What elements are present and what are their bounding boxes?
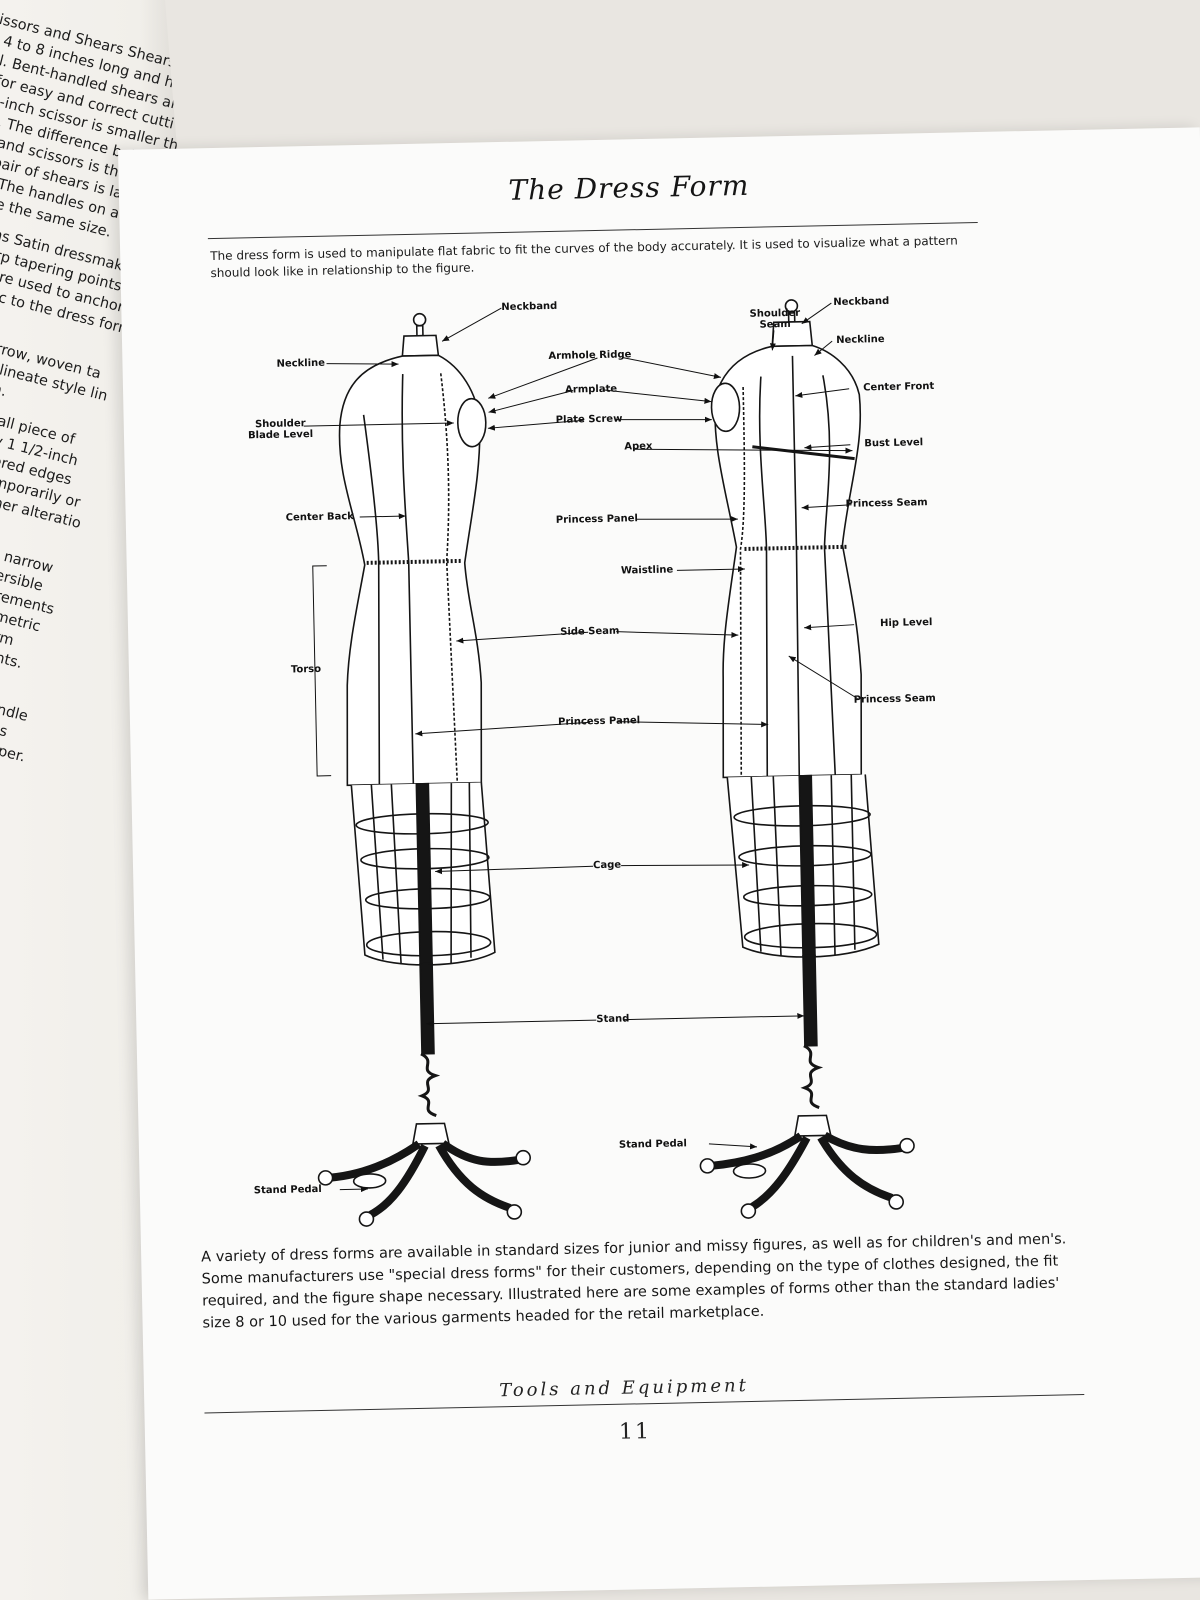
label-princess-panel-mid: Princess Panel — [557, 715, 641, 728]
label-stand-pedal-right: Stand Pedal — [618, 1138, 687, 1151]
label-center-back: Center Back — [285, 511, 355, 524]
dress-form-drawing — [303, 299, 915, 1227]
dress-form-back-view — [317, 312, 531, 1227]
label-shoulder-seam-line1: Shoulder — [749, 307, 801, 320]
label-hip-level: Hip Level — [879, 617, 933, 630]
label-shoulder-blade-line2: Blade Level — [247, 428, 314, 442]
label-neckband-right: Neckband — [833, 295, 890, 309]
running-footer: Tools and Equipment — [499, 1375, 750, 1402]
label-leader-lines — [303, 302, 858, 1193]
label-waistline: Waistline — [620, 564, 674, 577]
label-bust-level: Bust Level — [864, 437, 924, 450]
label-shoulder-seam-line2: Seam — [759, 318, 791, 331]
label-cage: Cage — [592, 859, 622, 872]
page-number: 11 — [618, 1419, 652, 1445]
intro-text: The dress form is used to manipulate fla… — [210, 233, 958, 281]
label-neckline-left: Neckline — [276, 357, 326, 370]
dress-form-front-view — [699, 299, 915, 1219]
label-princess-panel-top: Princess Panel — [555, 513, 638, 526]
label-center-front: Center Front — [863, 380, 935, 394]
label-armhole-ridge: Armhole Ridge — [548, 349, 632, 363]
label-stand-pedal-left: Stand Pedal — [253, 1183, 322, 1197]
label-side-seam: Side Seam — [560, 625, 620, 638]
label-neckline-right: Neckline — [836, 333, 885, 347]
label-plate-screw: Plate Screw — [555, 413, 623, 426]
label-torso: Torso — [290, 663, 322, 676]
label-neckband-left: Neckband — [501, 300, 558, 314]
label-shoulder-seam: Shoulder Seam — [749, 308, 800, 331]
label-stand: Stand — [596, 1013, 630, 1026]
label-armplate: Armplate — [565, 383, 618, 396]
label-shoulder-blade-level: Shoulder Blade Level — [247, 418, 314, 442]
dress-form-illustration: Neckband Neckline Shoulder Blade Level C… — [201, 291, 1040, 1238]
page-title: The Dress Form — [508, 168, 750, 207]
book-page: The Dress Form The dress form is used to… — [118, 127, 1200, 1600]
label-princess-seam-top: Princess Seam — [845, 497, 928, 510]
label-apex: Apex — [624, 440, 653, 453]
figure-caption: A variety of dress forms are available i… — [201, 1231, 1067, 1332]
label-princess-seam-bottom: Princess Seam — [853, 692, 936, 706]
